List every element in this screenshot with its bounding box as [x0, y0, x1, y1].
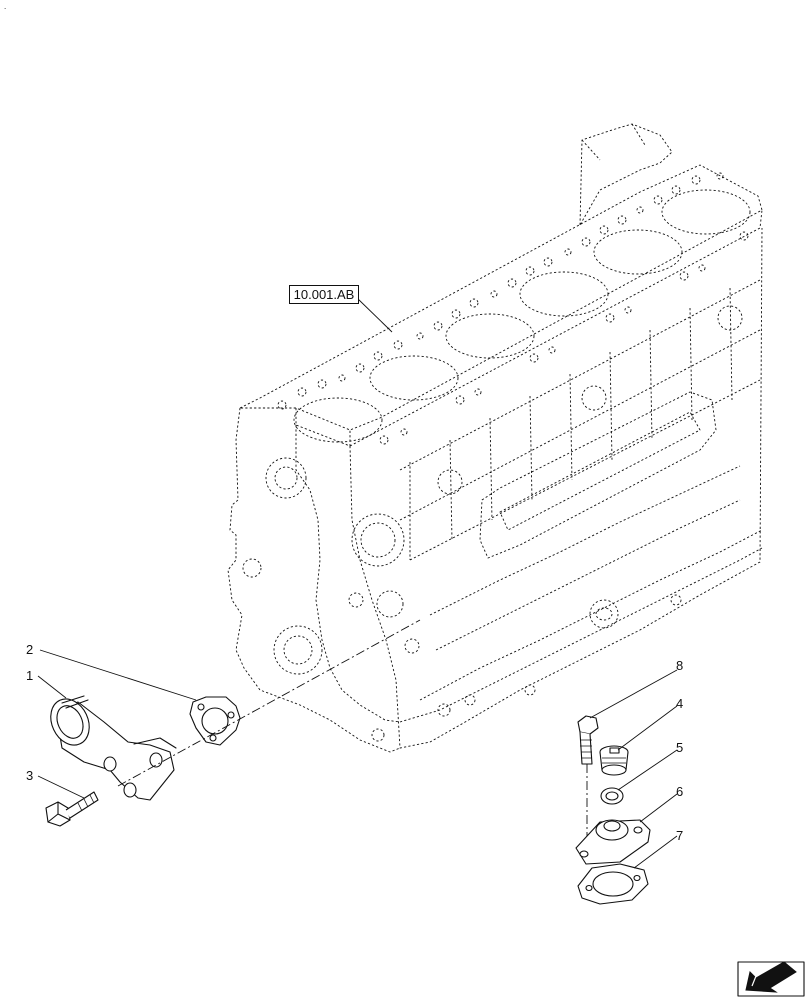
part-3-bolt [45, 791, 99, 827]
leader-6 [639, 793, 678, 823]
lower-rail [429, 465, 741, 651]
oil-pan-rail [399, 529, 763, 723]
leader-4 [617, 705, 678, 751]
callout-2: 2 [26, 642, 33, 657]
cylinder-bores [293, 189, 751, 443]
callout-6: 6 [676, 784, 683, 799]
cylinder-head-deck [239, 164, 763, 431]
callout-8: 8 [676, 658, 683, 673]
part-6-flange [575, 819, 651, 865]
part-4-plug [599, 745, 629, 776]
block-end-face [227, 407, 401, 753]
callout-numbers: 2 1 3 8 4 5 6 7 [26, 642, 683, 843]
water-port-boss [589, 599, 619, 629]
end-port-lower [273, 625, 323, 675]
coolant-inlet-port [351, 513, 405, 567]
side-boss-2 [581, 385, 607, 411]
leader-5 [617, 749, 678, 791]
leader-2 [39, 649, 197, 701]
side-boss-3 [717, 305, 743, 331]
crankcase-windows [479, 391, 717, 559]
block-side-face [349, 227, 763, 749]
cylinder-bore-2 [369, 355, 459, 401]
center-line-pipe [117, 619, 421, 787]
cylinder-bore-3 [445, 313, 535, 359]
engine-block [227, 123, 763, 753]
leader-1 [37, 675, 67, 699]
part-2-gasket [189, 696, 241, 746]
leader-lines [37, 297, 678, 869]
part-1-coolant-pipe [50, 695, 177, 801]
callout-7: 7 [676, 828, 683, 843]
cylinder-bore-5 [593, 229, 683, 275]
deck-front-edge [295, 209, 763, 447]
leader-ref [356, 297, 393, 333]
leader-8 [589, 669, 678, 719]
side-boss-1 [437, 469, 463, 495]
cylinder-bore-4 [519, 271, 609, 317]
rear-bracket [579, 123, 673, 226]
callout-3: 3 [26, 768, 33, 783]
arrow-icon[interactable] [737, 961, 805, 997]
deck-bolt-holes [277, 172, 749, 445]
end-port-upper [265, 457, 307, 499]
reference-label[interactable]: 10.001.AB [289, 285, 359, 304]
callout-5: 5 [676, 740, 683, 755]
cylinder-bore-1 [293, 397, 383, 443]
side-ribs [399, 279, 761, 561]
cylinder-bore-6 [661, 189, 751, 235]
callout-4: 4 [676, 696, 683, 711]
end-face-inner [295, 425, 401, 723]
callout-1: 1 [26, 668, 33, 683]
leader-3 [37, 775, 85, 799]
leader-7 [633, 835, 678, 869]
part-7-gasket [577, 863, 649, 905]
part-5-washer [600, 787, 624, 805]
corner-mark: . [4, 2, 7, 11]
